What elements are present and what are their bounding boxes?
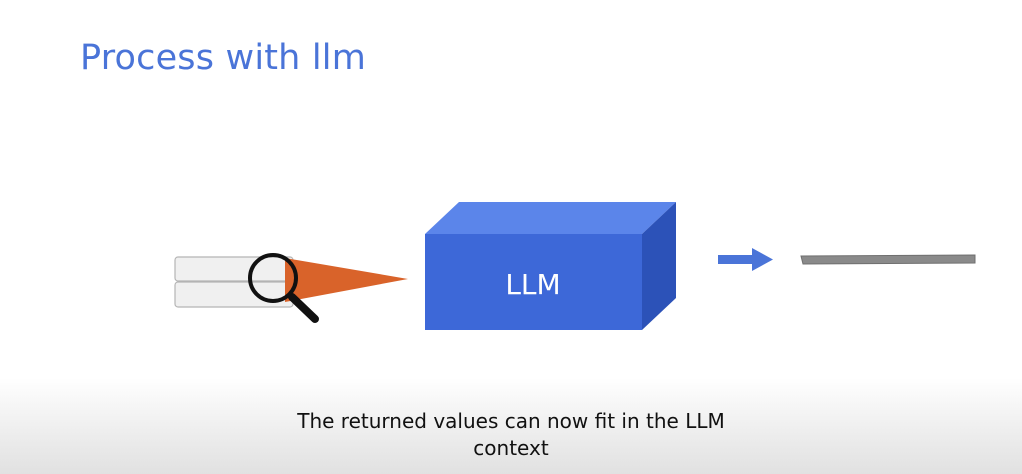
llm-cube: LLM	[425, 202, 676, 330]
slide-title: Process with llm	[80, 38, 367, 78]
output-bar-icon	[800, 254, 976, 265]
document-row-bottom	[174, 281, 294, 308]
caption-line-1: The returned values can now fit in the L…	[297, 409, 725, 433]
llm-label: LLM	[505, 268, 560, 301]
magnifier-icon	[248, 253, 319, 323]
llm-cube-front	[425, 234, 642, 330]
caption-band	[0, 378, 1022, 474]
caption: The returned values can now fit in the L…	[0, 408, 1022, 462]
search-beam-icon	[285, 258, 408, 302]
document-row-top	[174, 256, 294, 282]
caption-line-2: context	[473, 436, 549, 460]
llm-cube-top	[425, 202, 676, 234]
arrow-right-icon	[718, 248, 773, 271]
llm-cube-side	[642, 202, 676, 330]
